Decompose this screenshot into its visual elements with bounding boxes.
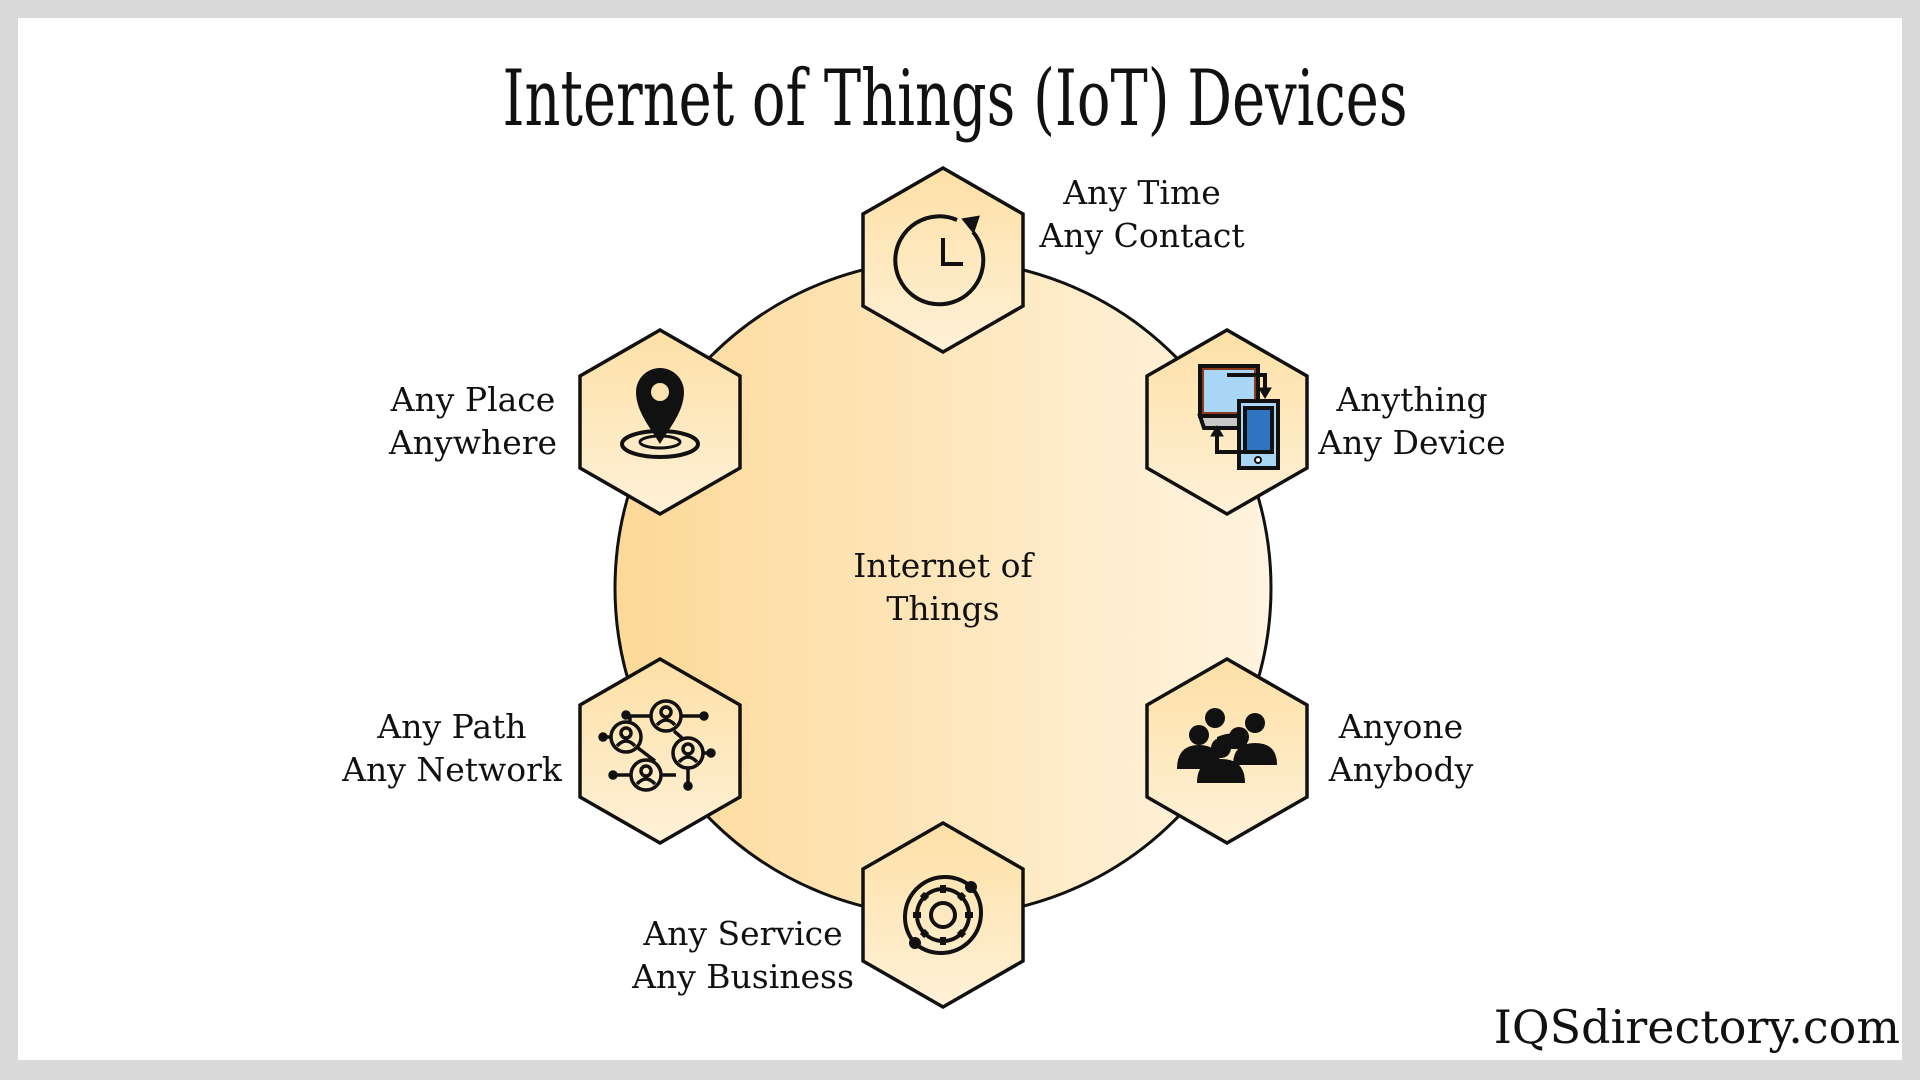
node-label-line1: Anything [1335,380,1487,419]
hexagon-network [578,656,742,846]
node-label-line1: Any Service [642,914,842,953]
center-label-line2: Things [886,589,999,628]
network-icon [598,699,716,792]
node-label-line2: Anybody [1328,750,1474,789]
footer-brand: IQSdirectory.com [1494,1000,1900,1054]
node-label-line2: Anywhere [388,423,557,462]
node-label-line1: Anyone [1338,707,1463,746]
node-label-line1: Any Path [376,707,526,746]
people-icon [1177,708,1277,783]
hexagon-gear [861,820,1025,1010]
devices-icon [1197,364,1280,470]
node-label-line2: Any Device [1317,423,1505,462]
node-label-line1: Any Place [390,380,556,419]
node-label-line1: Any Time [1062,173,1221,212]
page-title: Internet of Things (IoT) Devices [503,54,1408,144]
location-pin-icon [620,368,700,459]
node-label-line2: Any Network [341,750,563,789]
node-label-line2: Any Contact [1038,216,1244,255]
node-label-line2: Any Business [631,957,854,996]
center-label-line1: Internet of [853,546,1035,585]
central-circle [613,258,1273,918]
gear-icon [903,875,983,955]
clock-icon [893,214,986,307]
